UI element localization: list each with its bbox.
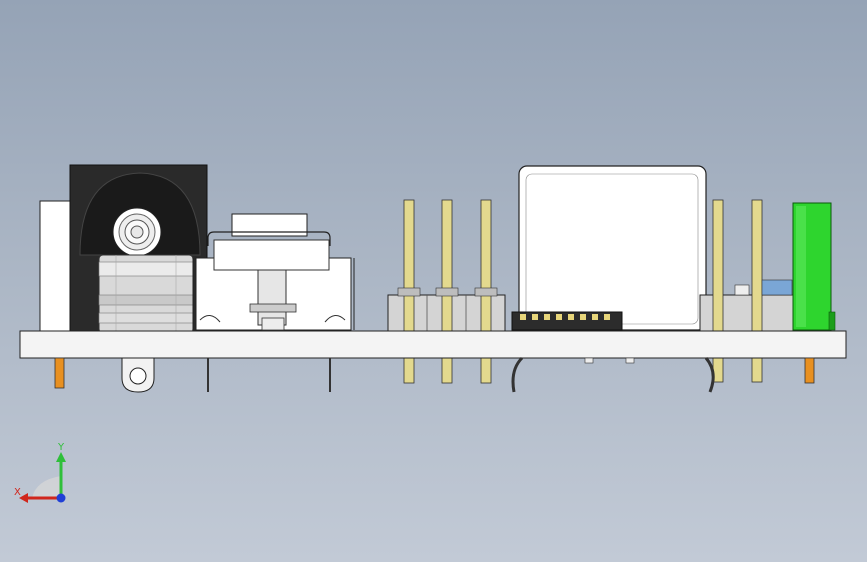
x-axis-label: X — [14, 487, 21, 498]
coordinate-triad: Y X — [14, 440, 74, 510]
pin-header-right — [699, 199, 794, 383]
green-led — [792, 202, 836, 331]
x-axis-head-icon — [19, 493, 28, 503]
z-axis-dot-icon — [56, 493, 66, 503]
dc-jack — [69, 164, 208, 334]
pin-header-left — [387, 199, 506, 384]
y-axis-label: Y — [57, 442, 65, 453]
bottom-leads — [54, 356, 815, 393]
switch-housing — [192, 213, 355, 331]
smd-ic — [511, 311, 623, 331]
y-axis-head-icon — [56, 452, 66, 462]
triad-plane-icon — [32, 476, 61, 498]
shield-can — [518, 165, 707, 331]
pcb-board — [19, 330, 847, 359]
